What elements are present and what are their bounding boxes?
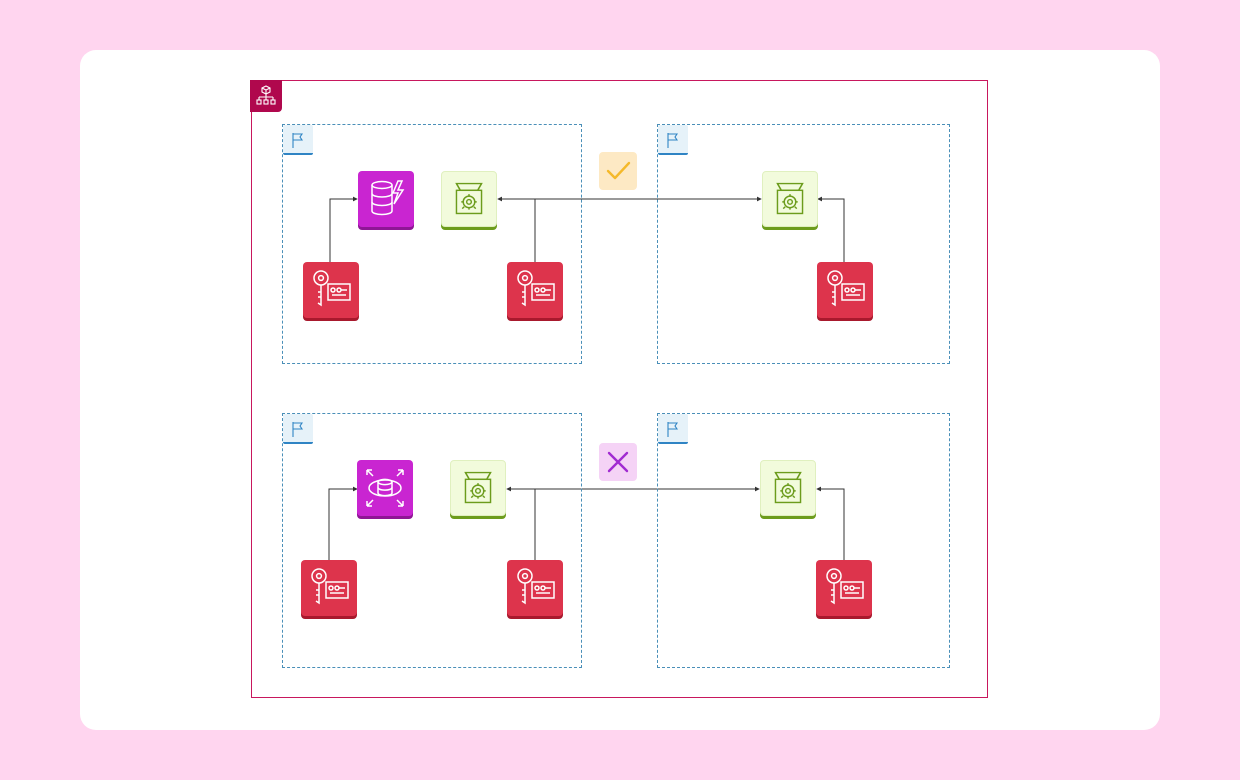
cross-icon (599, 443, 637, 481)
kms-key-icon[interactable] (507, 560, 563, 616)
kms-key-icon[interactable] (507, 262, 563, 318)
region-top-right (657, 124, 950, 364)
region-top-left (282, 124, 582, 364)
check-icon (599, 152, 637, 190)
organization-icon (250, 80, 282, 112)
organization-group (251, 80, 988, 698)
rds-icon[interactable] (357, 460, 413, 516)
region-bottom-right (657, 413, 950, 668)
flag-icon (658, 125, 688, 155)
flag-icon (283, 414, 313, 444)
flag-icon (283, 125, 313, 155)
flag-icon (658, 414, 688, 444)
edge-kms-tr-to-backup-vault-tr (817, 196, 845, 262)
edge-kms-tl-1-to-dynamodb (329, 196, 358, 262)
edge-kms-br-to-backup-vault-br (816, 486, 845, 560)
dynamodb-icon[interactable] (358, 171, 414, 227)
backup-vault-icon[interactable] (762, 171, 818, 227)
kms-key-icon[interactable] (816, 560, 872, 616)
kms-key-icon[interactable] (303, 262, 359, 318)
backup-vault-icon[interactable] (441, 171, 497, 227)
backup-vault-icon[interactable] (450, 460, 506, 516)
region-bottom-left (282, 413, 582, 668)
edge-kms-bl-1-to-rds (328, 486, 358, 560)
kms-key-icon[interactable] (301, 560, 357, 616)
backup-vault-icon[interactable] (760, 460, 816, 516)
kms-key-icon[interactable] (817, 262, 873, 318)
